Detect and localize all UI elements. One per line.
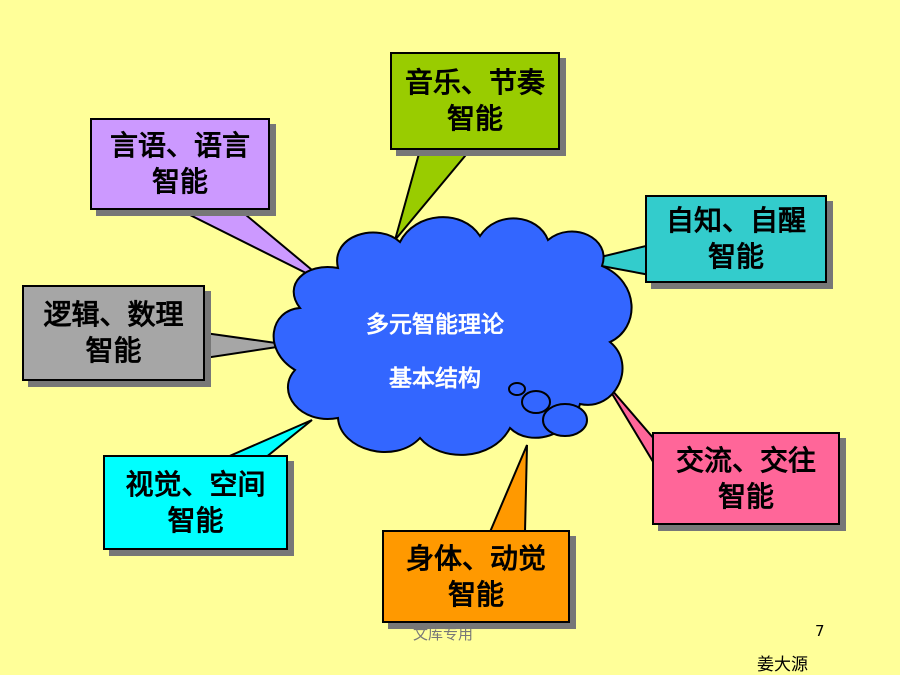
center-title: 多元智能理论 [366, 312, 504, 338]
body-pointer [488, 444, 528, 533]
language-intelligence-box: 言语、语言 智能 [90, 118, 270, 210]
spatial-line1: 视觉、空间 [125, 467, 266, 501]
cloud-center-label: 多元智能理论 基本结构 [330, 305, 540, 393]
music-line1: 音乐、节奏 [404, 66, 545, 99]
library-watermark: 文库专用 [413, 625, 474, 643]
self-line1: 自知、自醒 [665, 204, 806, 237]
body-line1: 身体、动觉 [405, 541, 546, 575]
spatial-pointer [224, 419, 313, 459]
music-line2: 智能 [446, 102, 503, 135]
body-line2: 智能 [447, 577, 504, 611]
page-number: 7 [815, 622, 825, 640]
social-intelligence-box: 交流、交往 智能 [652, 432, 840, 525]
logic-line1: 逻辑、数理 [43, 298, 184, 331]
spatial-line2: 智能 [167, 503, 224, 537]
logic-line2: 智能 [85, 334, 142, 367]
social-line1: 交流、交往 [675, 443, 816, 477]
cloud-shape [272, 216, 633, 456]
music-pointer [394, 149, 473, 241]
self-line2: 智能 [707, 240, 764, 273]
author-name: 姜大源 [757, 655, 808, 675]
language-pointer [179, 209, 331, 286]
logic-pointer [204, 331, 291, 360]
center-subtitle: 基本结构 [389, 366, 481, 392]
logic-intelligence-box: 逻辑、数理 智能 [22, 285, 205, 381]
self-intelligence-box: 自知、自醒 智能 [645, 195, 827, 283]
social-line2: 智能 [717, 479, 774, 513]
music-intelligence-box: 音乐、节奏 智能 [390, 52, 560, 150]
language-line1: 言语、语言 [109, 129, 250, 162]
body-intelligence-box: 身体、动觉 智能 [382, 530, 570, 623]
spatial-intelligence-box: 视觉、空间 智能 [103, 455, 288, 550]
language-line2: 智能 [151, 165, 208, 198]
